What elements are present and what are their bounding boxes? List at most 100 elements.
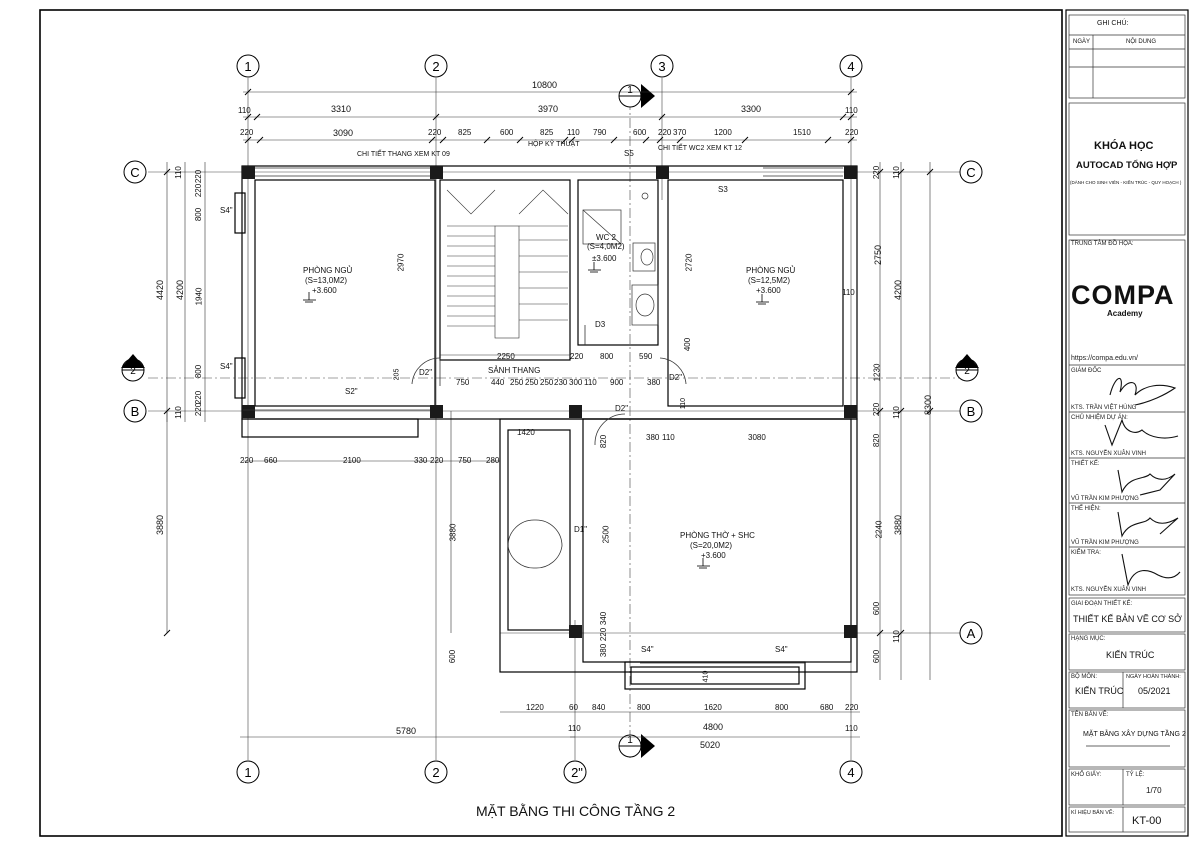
dim-lobby-r-1: 800 <box>600 352 614 361</box>
axis-label-1-top: 1 <box>244 59 251 74</box>
dim-top-r3-9: 220 <box>658 128 672 137</box>
dim-lobby-r-0: 220 <box>570 352 584 361</box>
dim-bot-r2-2: 840 <box>592 703 606 712</box>
dim-bot-r1-1: 660 <box>264 456 278 465</box>
dimension-lines <box>166 91 931 738</box>
dim-top-r3-7: 790 <box>593 128 607 137</box>
tag-d2-mid: D2" <box>615 404 629 413</box>
dim-hall-8: 900 <box>610 378 624 387</box>
staircase <box>440 189 570 356</box>
dim-top-r3-3: 825 <box>458 128 472 137</box>
room-area-wc: (S=4,0M2) <box>587 242 625 251</box>
section-marker-top: 1 <box>618 84 655 108</box>
dim-hall-7: 110 <box>584 378 597 387</box>
dim-top-r2-1: 3310 <box>331 104 352 114</box>
scale-label: TỶ LỆ: <box>1126 772 1145 778</box>
tag-d3: D3 <box>595 320 606 329</box>
room-name-lobby: SẢNH THANG <box>488 366 541 375</box>
dim-room-bot-2: 3080 <box>748 433 766 442</box>
svg-text:2: 2 <box>964 366 970 377</box>
drawing-value: MẶT BẰNG XÂY DỰNG TẦNG 2 <box>1083 731 1186 738</box>
section-marker-right: 2 <box>955 354 979 382</box>
dim-top-r3-2: 220 <box>428 128 442 137</box>
axis-label-4-top: 4 <box>847 59 854 74</box>
sheet-title: MẶT BẰNG THI CÔNG TẦNG 2 <box>476 803 676 819</box>
dim-bot-r1-4: 220 <box>430 456 444 465</box>
designer-label: THIẾT KẾ: <box>1071 461 1100 467</box>
level-markers <box>303 262 769 569</box>
category-label: HẠNG MỤC: <box>1071 636 1106 642</box>
dim-top-r2-0: 110 <box>238 106 251 115</box>
scale-value: 1/70 <box>1146 786 1162 795</box>
dim-bot-r1-6: 280 <box>486 456 500 465</box>
dim-bot-right-total: 5020 <box>700 740 721 750</box>
svg-text:1: 1 <box>627 85 633 96</box>
dim-bot-r2-4: 1620 <box>704 703 722 712</box>
course-line1: KHÓA HỌC <box>1094 140 1154 152</box>
center-label: TRUNG TÂM ĐỒ HỌA: <box>1071 241 1134 247</box>
code-label: KÍ HIỆU BẢN VẼ: <box>1071 810 1115 816</box>
room-level-wc: ±3.600 <box>592 254 617 263</box>
dim-hall-9: 380 <box>647 378 661 387</box>
dim-top-r3-4: 600 <box>500 128 514 137</box>
room-level-altar: +3.600 <box>701 551 726 560</box>
signatures <box>1104 377 1181 588</box>
pm-name: KTS. NGUYỄN XUÂN VINH <box>1071 451 1147 457</box>
tag-d1: D1" <box>574 525 588 534</box>
col-date: NGÀY <box>1073 39 1091 45</box>
dim-bot-r1-3: 330 <box>414 456 428 465</box>
tag-s4-mid: S4" <box>220 362 233 371</box>
room-area-bedroom-left: (S=13,0M2) <box>305 276 348 285</box>
doors <box>411 325 687 569</box>
dim-top-r3-1: 3090 <box>333 128 354 138</box>
note-tech-box: HỘP KỸ THUẬT <box>528 141 580 148</box>
dept-value: KIẾN TRÚC <box>1075 686 1124 696</box>
category-value: KIẾN TRÚC <box>1106 650 1155 660</box>
dim-top-r2-2: 3970 <box>538 104 559 114</box>
title-block-lines <box>1068 14 1186 833</box>
date-label: NGÀY HOÀN THÀNH: <box>1126 674 1181 680</box>
dim-top-r3-6: 110 <box>567 128 580 137</box>
windows <box>243 167 843 664</box>
dim-bot-r1-2: 2100 <box>343 456 361 465</box>
svg-text:1: 1 <box>627 735 633 746</box>
axis-label-3-top: 3 <box>658 59 665 74</box>
room-area-altar: (S=20,0M2) <box>690 541 733 550</box>
section-marker-left: 2 <box>121 354 145 382</box>
website: https://compa.edu.vn/ <box>1071 355 1138 362</box>
dim-overall-top: 10800 <box>532 80 558 90</box>
checker-name: KTS. NGUYỄN XUÂN VINH <box>1071 587 1147 593</box>
dim-bot-r1-0: 220 <box>240 456 254 465</box>
course-line2: AUTOCAD TỔNG HỢP <box>1076 160 1178 171</box>
dim-hall-4: 250 <box>540 378 554 387</box>
room-name-bedroom-left: PHÒNG NGỦ <box>303 266 353 275</box>
columns <box>242 166 857 638</box>
axis-label-1-bottom: 1 <box>244 765 251 780</box>
dim-top-r3-13: 220 <box>845 128 859 137</box>
dim-lobby-width: 2250 <box>497 352 515 361</box>
dim-hall-3: 250 <box>525 378 539 387</box>
dim-bot-r2-3: 800 <box>637 703 651 712</box>
dim-room-bot-1: 110 <box>662 433 675 442</box>
date-value: 05/2021 <box>1138 686 1171 696</box>
notes-header: GHI CHÚ: <box>1097 20 1129 27</box>
dim-right-small-3: 110 <box>842 288 855 297</box>
course-sub: (DÀNH CHO SINH VIÊN - KIẾN TRÚC - QUY HO… <box>1070 180 1182 185</box>
tag-d2-left: D2" <box>419 368 433 377</box>
drafter-name: VŨ TRẦN KIM PHƯỢNG <box>1071 540 1139 546</box>
drafter-label: THỂ HIỆN: <box>1071 506 1101 512</box>
dim-bot-r2-1: 60 <box>569 703 578 712</box>
tag-s2: S2" <box>345 387 358 396</box>
stage-label: GIAI ĐOẠN THIẾT KẾ: <box>1071 601 1133 607</box>
dim-bot-r3-1: 4800 <box>703 722 724 732</box>
compa-logo-sub: Academy <box>1107 309 1143 318</box>
title-block-border <box>1065 9 1189 837</box>
axis-bubbles <box>123 54 983 784</box>
drawing-label: TÊN BẢN VẼ: <box>1071 712 1109 718</box>
dim-room-bot-0: 380 <box>646 433 660 442</box>
tag-d2-right: D2" <box>669 373 683 382</box>
checker-label: KIỂM TRA: <box>1071 550 1101 556</box>
axis-label-4-bottom: 4 <box>847 765 854 780</box>
section-marker-bottom: 1 <box>618 734 655 758</box>
